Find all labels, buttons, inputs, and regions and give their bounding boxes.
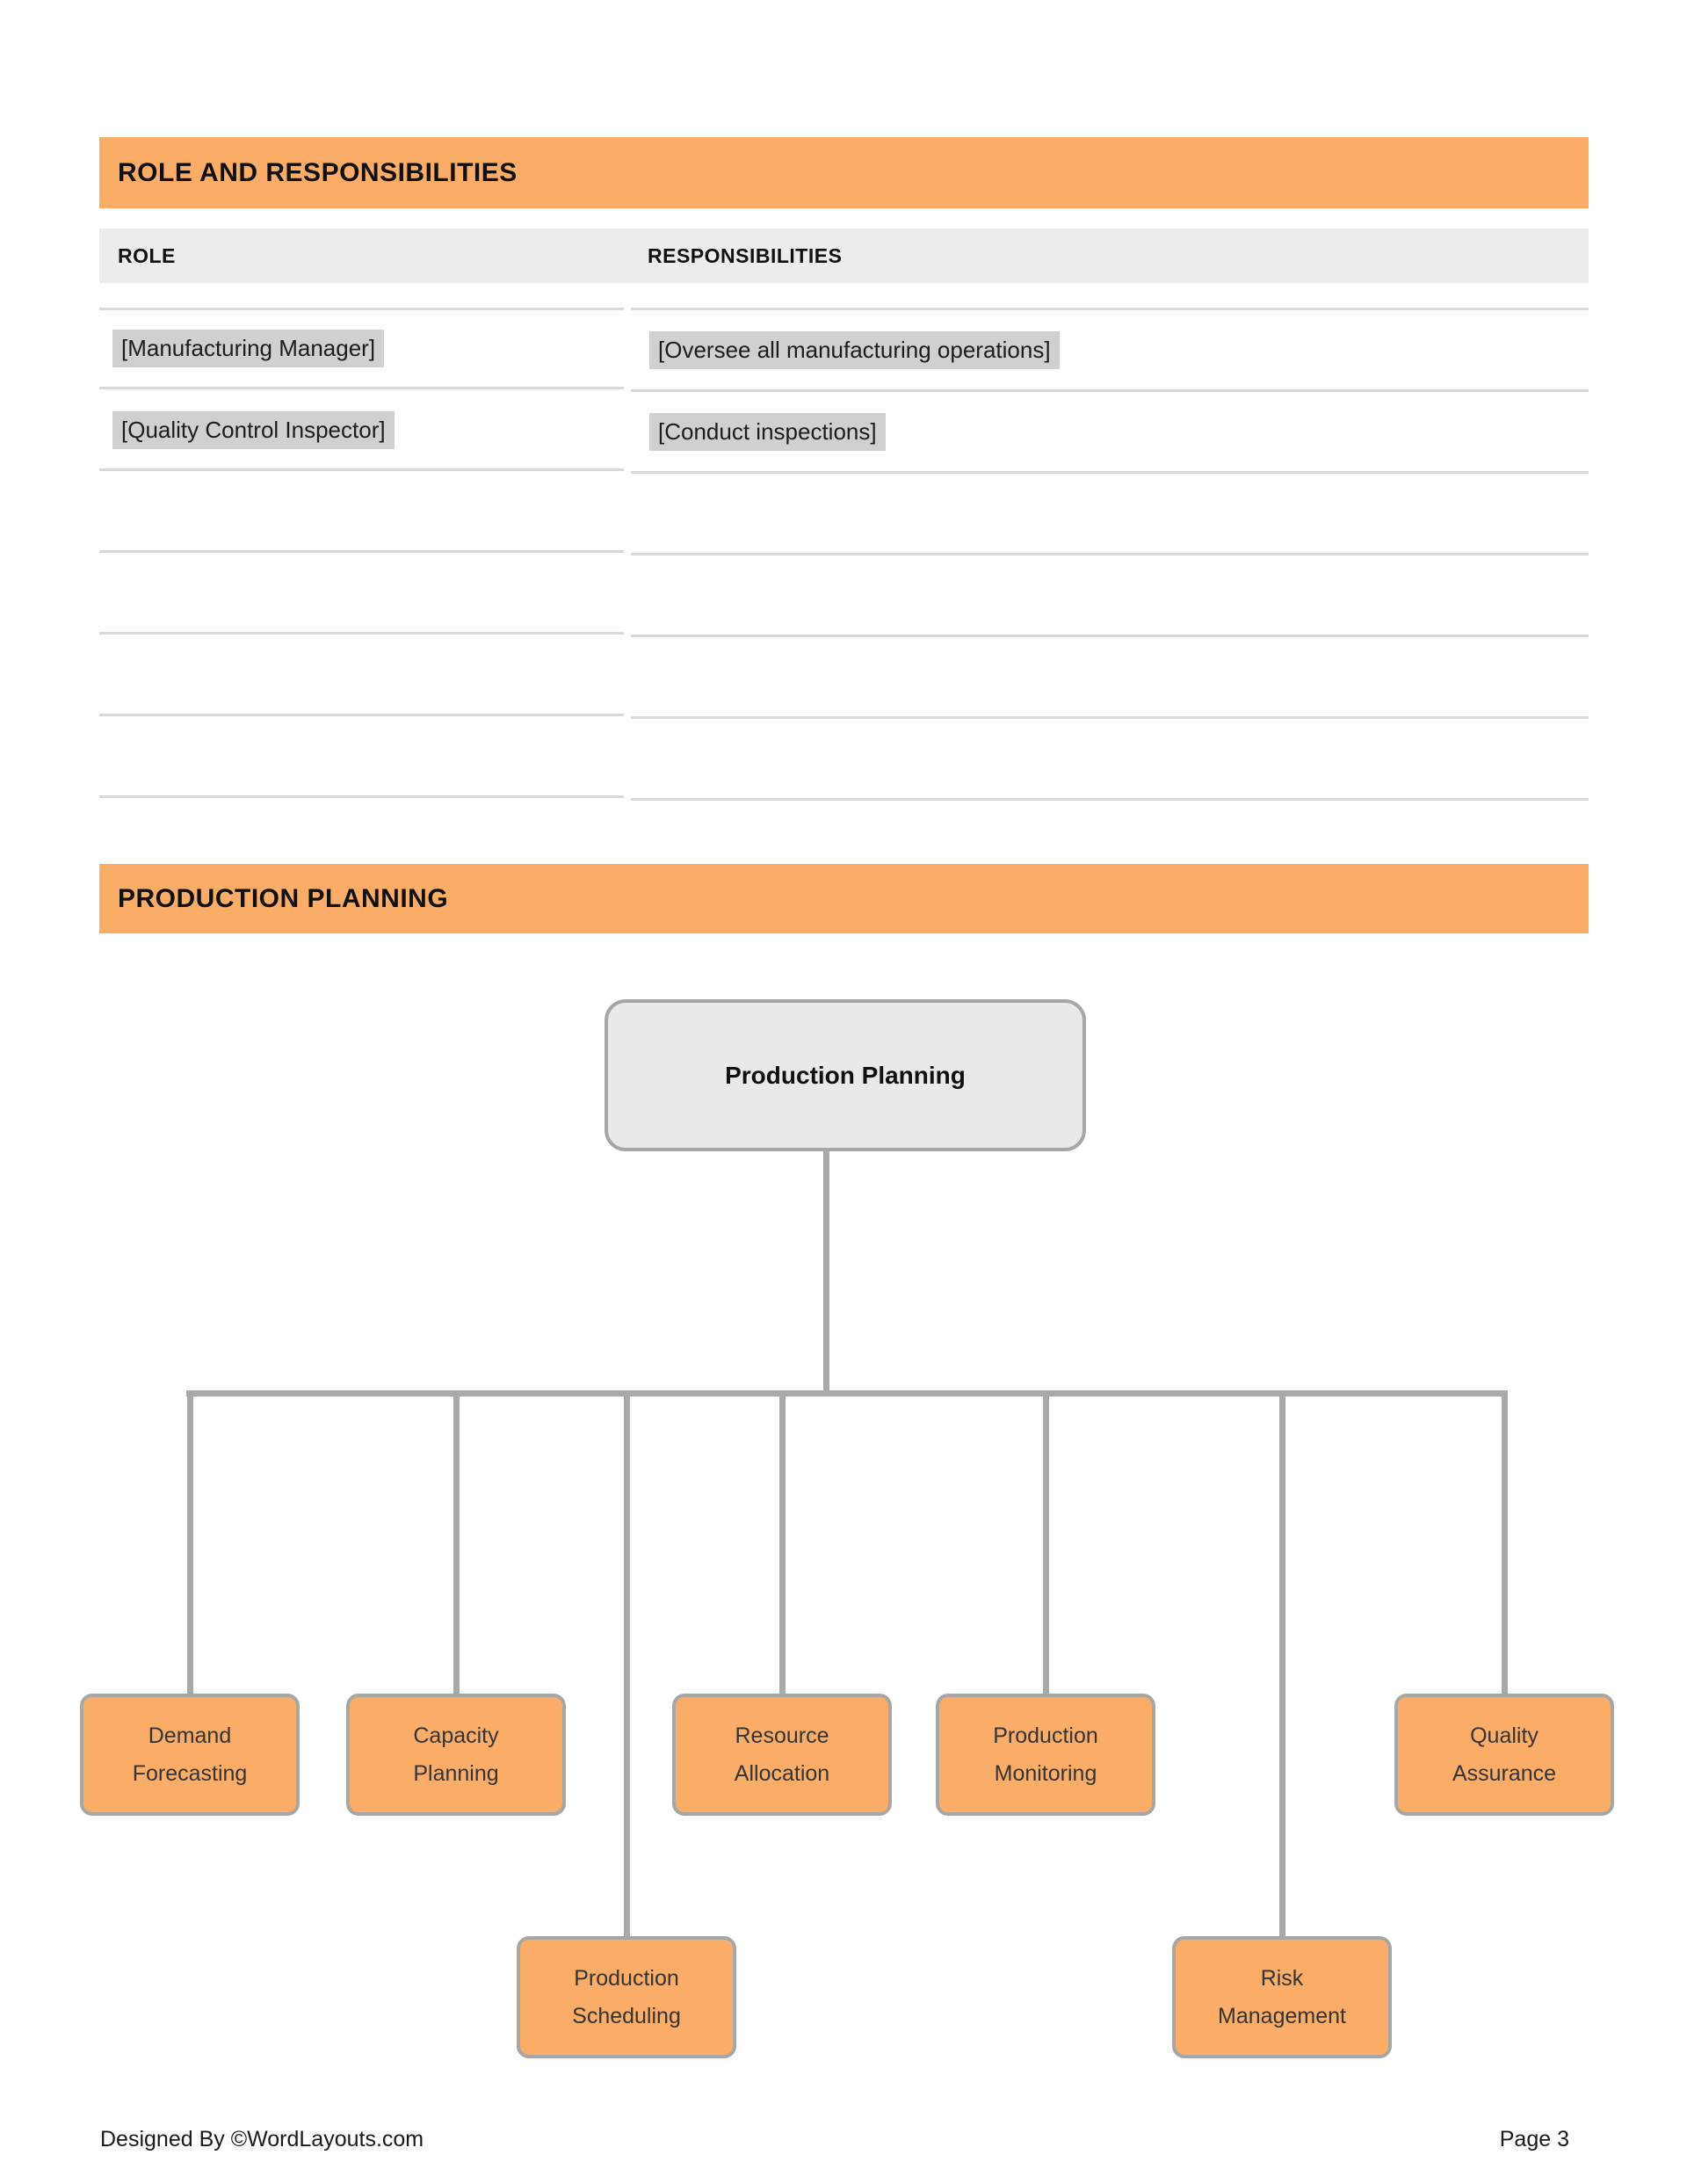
connector-drop-production-scheduling xyxy=(624,1394,630,1936)
connector-trunk-line xyxy=(823,1150,829,1397)
planning-section-title: PRODUCTION PLANNING xyxy=(118,883,449,913)
table-row-empty xyxy=(99,719,1589,801)
org-node-label: Production Monitoring xyxy=(993,1723,1098,1786)
role-column-header: ROLE xyxy=(118,243,176,267)
responsibility-cell: [Oversee all manufacturing operations] xyxy=(631,310,1589,392)
org-node-demand-forecasting[interactable]: Demand Forecasting xyxy=(80,1694,300,1816)
responsibility-placeholder-field[interactable]: [Oversee all manufacturing operations] xyxy=(649,330,1060,369)
table-row: [Manufacturing Manager] [Oversee all man… xyxy=(99,310,1589,392)
footer-page-number: Page 3 xyxy=(1499,2127,1569,2151)
connector-drop-resource-allocation xyxy=(779,1394,786,1694)
org-node-capacity-planning[interactable]: Capacity Planning xyxy=(346,1694,566,1816)
org-node-production-monitoring[interactable]: Production Monitoring xyxy=(936,1694,1155,1816)
org-node-quality-assurance[interactable]: Quality Assurance xyxy=(1394,1694,1614,1816)
connector-drop-demand-forecasting xyxy=(187,1394,193,1694)
org-node-resource-allocation[interactable]: Resource Allocation xyxy=(672,1694,892,1816)
connector-drop-capacity-planning xyxy=(453,1394,460,1694)
table-row-empty xyxy=(99,637,1589,719)
roles-table-body: [Manufacturing Manager] [Oversee all man… xyxy=(99,308,1589,801)
org-node-label: Production Planning xyxy=(725,1061,966,1089)
footer-credit: Designed By ©WordLayouts.com xyxy=(100,2127,424,2151)
roles-section-title: ROLE AND RESPONSIBILITIES xyxy=(118,157,518,187)
responsibilities-column-header: RESPONSIBILITIES xyxy=(648,243,843,267)
connector-drop-risk-management xyxy=(1279,1394,1285,1936)
responsibility-cell: [Conduct inspections] xyxy=(631,392,1589,474)
table-row-empty xyxy=(99,555,1589,637)
table-row: [Quality Control Inspector] [Conduct ins… xyxy=(99,392,1589,474)
role-cell: [Quality Control Inspector] xyxy=(99,392,624,471)
org-node-label: Capacity Planning xyxy=(413,1723,499,1786)
org-node-label: Resource Allocation xyxy=(734,1723,830,1786)
table-row-empty xyxy=(99,474,1589,555)
connector-drop-quality-assurance xyxy=(1502,1394,1508,1694)
table-top-border xyxy=(99,308,1589,310)
roles-table-header-row: ROLE RESPONSIBILITIES xyxy=(99,229,1589,283)
org-node-risk-management[interactable]: Risk Management xyxy=(1172,1936,1392,2058)
org-node-label: Quality Assurance xyxy=(1452,1723,1557,1786)
role-placeholder-field[interactable]: [Manufacturing Manager] xyxy=(112,330,385,367)
org-node-production-scheduling[interactable]: Production Scheduling xyxy=(517,1936,736,2058)
org-node-label: Risk Management xyxy=(1218,1965,1346,2028)
roles-section-header-bar: ROLE AND RESPONSIBILITIES xyxy=(99,137,1589,208)
org-node-production-planning[interactable]: Production Planning xyxy=(605,999,1086,1151)
planning-section-header-bar: PRODUCTION PLANNING xyxy=(99,864,1589,933)
role-placeholder-field[interactable]: [Quality Control Inspector] xyxy=(112,411,395,449)
org-node-label: Demand Forecasting xyxy=(132,1723,248,1786)
connector-horizontal-line xyxy=(186,1390,1508,1397)
responsibility-placeholder-field[interactable]: [Conduct inspections] xyxy=(649,412,886,451)
role-cell: [Manufacturing Manager] xyxy=(99,310,624,389)
connector-drop-production-monitoring xyxy=(1043,1394,1049,1694)
org-node-label: Production Scheduling xyxy=(572,1965,681,2028)
